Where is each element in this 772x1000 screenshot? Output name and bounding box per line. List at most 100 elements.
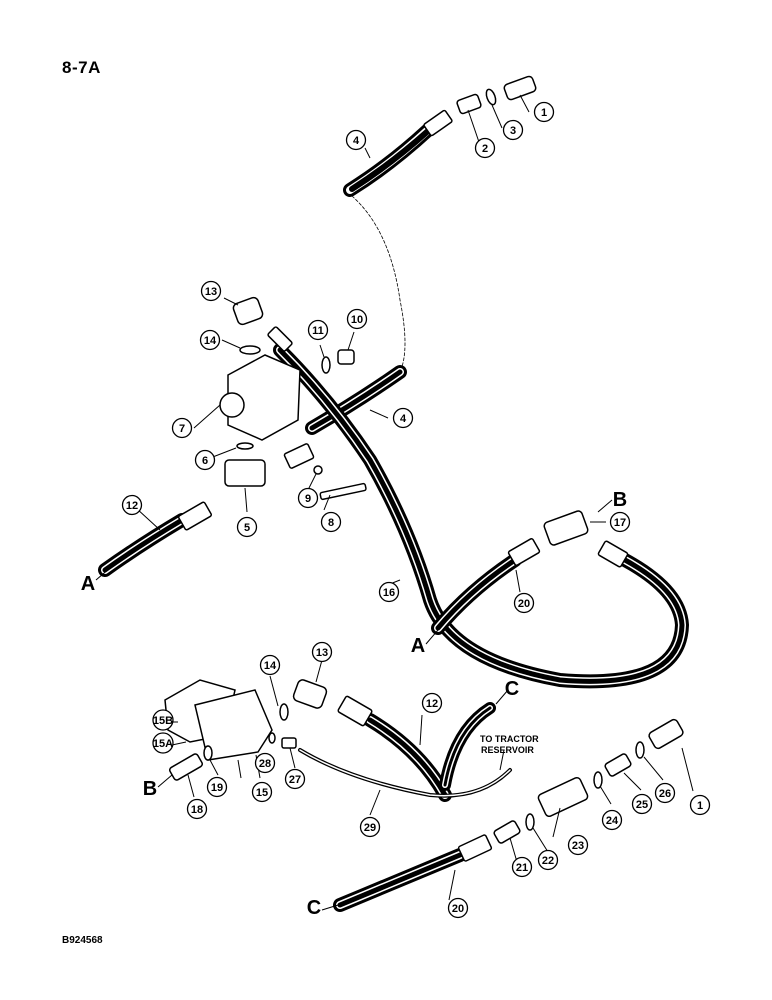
- tube-29: [298, 748, 512, 798]
- callout-2: 2: [474, 137, 496, 159]
- hose-end-12: [177, 501, 213, 531]
- callout-17: 17: [609, 511, 631, 533]
- callout-circle: [378, 581, 400, 603]
- hose-end-4: [423, 109, 453, 137]
- callout-circle: [200, 280, 222, 302]
- hoses: [98, 123, 690, 912]
- callout-7: 7: [171, 417, 193, 439]
- coupler-1-top: [503, 75, 537, 101]
- callout-number: 26: [659, 788, 671, 800]
- connector-b: B: [613, 489, 627, 511]
- bolt-8: [319, 482, 367, 501]
- callout-14: 14: [199, 329, 221, 351]
- fitting-18: [168, 753, 204, 781]
- callout-number: 16: [383, 587, 395, 599]
- callout-16: 16: [378, 581, 400, 603]
- callout-9: 9: [297, 487, 319, 509]
- callout-circle: [251, 781, 273, 803]
- callout-number: 4: [353, 135, 360, 147]
- fitting-27: [281, 737, 297, 749]
- callout-circle: [533, 101, 555, 123]
- hose-end-12-lower: [337, 695, 373, 727]
- callout-15: 15: [251, 781, 273, 803]
- elbow-13-lower: [292, 679, 328, 709]
- callout-circle: [254, 752, 276, 774]
- callout-21: 21: [511, 856, 533, 878]
- callout-number: 22: [542, 855, 554, 867]
- hose-20-upper: [431, 553, 522, 635]
- hose-c-lower: [439, 702, 496, 791]
- callout-circle: [186, 798, 208, 820]
- oring-11: [321, 356, 331, 374]
- coupler-1-lower: [648, 718, 684, 750]
- callout-number: 18: [191, 804, 203, 816]
- callout-number: 15A: [153, 738, 173, 750]
- oring-22: [525, 813, 535, 831]
- hose-end-20-lower: [457, 834, 493, 862]
- callout-circle: [307, 319, 329, 341]
- oring-28: [268, 732, 276, 744]
- callout-number: 27: [289, 774, 301, 786]
- callout-13: 13: [311, 641, 333, 663]
- callout-circle: [346, 308, 368, 330]
- tee-5: [224, 459, 266, 487]
- callout-24: 24: [601, 809, 623, 831]
- callout-circle: [689, 794, 711, 816]
- callout-circle: [345, 129, 367, 151]
- hose-end-20-upper: [507, 538, 541, 566]
- callout-circle: [511, 856, 533, 878]
- callout-8: 8: [320, 511, 342, 533]
- callout-20: 20: [513, 592, 535, 614]
- callout-number: 3: [510, 125, 516, 137]
- callout-number: 2: [482, 143, 488, 155]
- reservoir-note-line1: TO TRACTOR: [480, 734, 539, 744]
- callout-circle: [259, 654, 281, 676]
- callout-12: 12: [121, 494, 143, 516]
- callout-circle: [152, 709, 174, 731]
- callout-number: 12: [126, 500, 138, 512]
- callout-circle: [502, 119, 524, 141]
- callout-19: 19: [206, 776, 228, 798]
- callout-13: 13: [200, 280, 222, 302]
- callout-number: 23: [572, 840, 584, 852]
- valve-body: [227, 354, 301, 441]
- hose-4-upper: [343, 123, 435, 197]
- callout-circle: [199, 329, 221, 351]
- callout-number: 10: [351, 314, 363, 326]
- leader-lines: [95, 94, 694, 911]
- callout-circle: [421, 692, 443, 714]
- callout-number: 9: [305, 493, 311, 505]
- connector-b: B: [143, 778, 157, 800]
- callout-29: 29: [359, 816, 381, 838]
- callout-15a: 15A: [152, 732, 174, 754]
- callout-circle: [513, 592, 535, 614]
- fitting-25: [604, 753, 632, 777]
- callout-circle: [601, 809, 623, 831]
- hose-end-16: [267, 326, 293, 352]
- callout-15b: 15B: [152, 709, 174, 731]
- fittings: [164, 75, 684, 862]
- hose-4-lower: [305, 365, 407, 435]
- callout-circle: [284, 768, 306, 790]
- hose-4-link: [351, 195, 406, 373]
- callout-number: 11: [312, 325, 324, 337]
- connector-c: C: [505, 678, 519, 700]
- connector-c: C: [307, 897, 321, 919]
- callout-23: 23: [567, 834, 589, 856]
- hose-16: [273, 343, 690, 689]
- hose-12-left: [98, 513, 189, 577]
- callout-circle: [474, 137, 496, 159]
- callout-circle: [537, 849, 559, 871]
- callout-3: 3: [502, 119, 524, 141]
- callout-number: 15B: [153, 715, 173, 727]
- callout-circle: [152, 732, 174, 754]
- fitting-21: [493, 820, 521, 844]
- callout-circle: [297, 487, 319, 509]
- connector-a: A: [411, 635, 425, 657]
- callout-number: 21: [516, 862, 528, 874]
- callout-number: 1: [697, 800, 703, 812]
- callout-number: 29: [364, 822, 376, 834]
- callout-27: 27: [284, 768, 306, 790]
- callout-number: 14: [264, 660, 277, 672]
- callout-number: 20: [518, 598, 530, 610]
